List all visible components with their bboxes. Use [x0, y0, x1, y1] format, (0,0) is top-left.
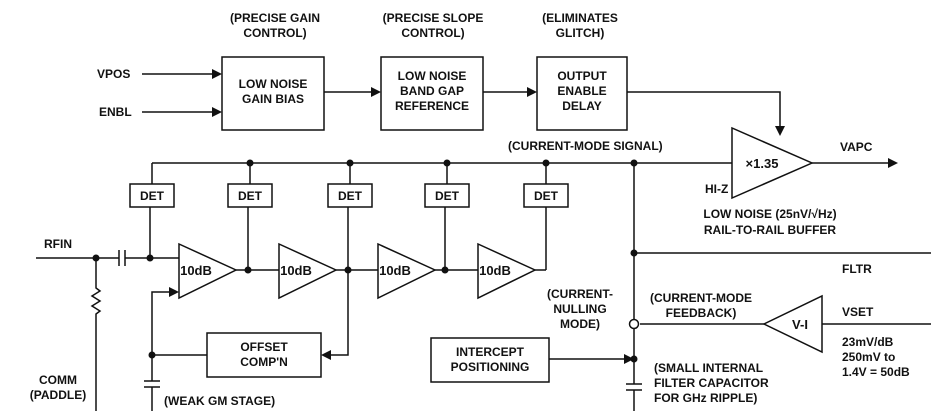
offset-feedback-wire [151, 291, 171, 355]
enbl-pin-label: ENBL [99, 105, 132, 119]
gainbias-to-bandgap-arrow [371, 87, 381, 97]
gain-stage-4-label: 10dB [479, 263, 511, 278]
bus-node-2 [246, 159, 254, 167]
gain-stage-1 [178, 242, 238, 300]
bus-node-5 [542, 159, 550, 167]
stage3-out-node [441, 266, 449, 274]
intercept-out-arrow [624, 354, 634, 364]
vpos-arrow [212, 69, 222, 79]
stage1-out-node [244, 266, 252, 274]
detector-4-label: DET [435, 189, 460, 203]
intercept-block [430, 337, 550, 383]
fltr-pin-label: FLTR [842, 262, 872, 276]
detector-3 [327, 183, 373, 208]
offset-sense-arrow [321, 350, 331, 360]
gain-stage-3-label: 10dB [379, 263, 411, 278]
vset-pin-label: VSET [842, 305, 874, 319]
hi-z-label: HI-Z [705, 182, 728, 196]
detector-4 [424, 183, 470, 208]
gain-bias-block [221, 56, 325, 131]
bus-node-4 [443, 159, 451, 167]
summing-node [628, 318, 640, 330]
delay-to-buffer-arrow [775, 126, 785, 136]
gain-stage-3 [377, 242, 437, 300]
amp1-input-node [146, 254, 154, 262]
delay-to-buffer-wire [627, 91, 781, 128]
vi-converter-label: V-I [792, 317, 808, 332]
detector-2 [227, 183, 273, 208]
offset-feedback-arrow [169, 287, 179, 297]
intercept-node [630, 355, 638, 363]
vapc-pin-label: VAPC [840, 140, 873, 154]
weak-gm-note: (WEAK GM STAGE) [164, 394, 275, 408]
vpos-pin-label: VPOS [97, 67, 130, 81]
detector-2-label: DET [238, 189, 263, 203]
offset-sense-wire [329, 270, 349, 356]
bandgap-to-delay-arrow [527, 87, 537, 97]
detector-1-label: DET [140, 189, 165, 203]
gain-stage-4 [477, 242, 537, 300]
detector-3-label: DET [338, 189, 363, 203]
current-mode-signal-note: (CURRENT-MODE SIGNAL) [508, 139, 663, 153]
comm-pin-label: COMM(PADDLE) [30, 373, 86, 402]
bus-node-3 [346, 159, 354, 167]
output-buffer-amplifier [731, 126, 814, 200]
bandgap-block [380, 56, 484, 131]
gain-stage-2-label: 10dB [280, 263, 312, 278]
buffer-gain-label: ×1.35 [746, 156, 779, 171]
vapc-arrow [888, 158, 898, 168]
gain-stage-2 [278, 242, 338, 300]
enbl-arrow [212, 107, 222, 117]
detector-1 [129, 183, 175, 208]
rfin-pin-label: RFIN [44, 237, 72, 251]
gain-stage-1-label: 10dB [180, 263, 212, 278]
detector-5-label: DET [534, 189, 559, 203]
termination-resistor [90, 258, 102, 411]
buffer-description: LOW NOISE (25nV/√Hz)RAIL-TO-RAIL BUFFER [703, 207, 836, 237]
enable-delay-block [536, 56, 628, 131]
